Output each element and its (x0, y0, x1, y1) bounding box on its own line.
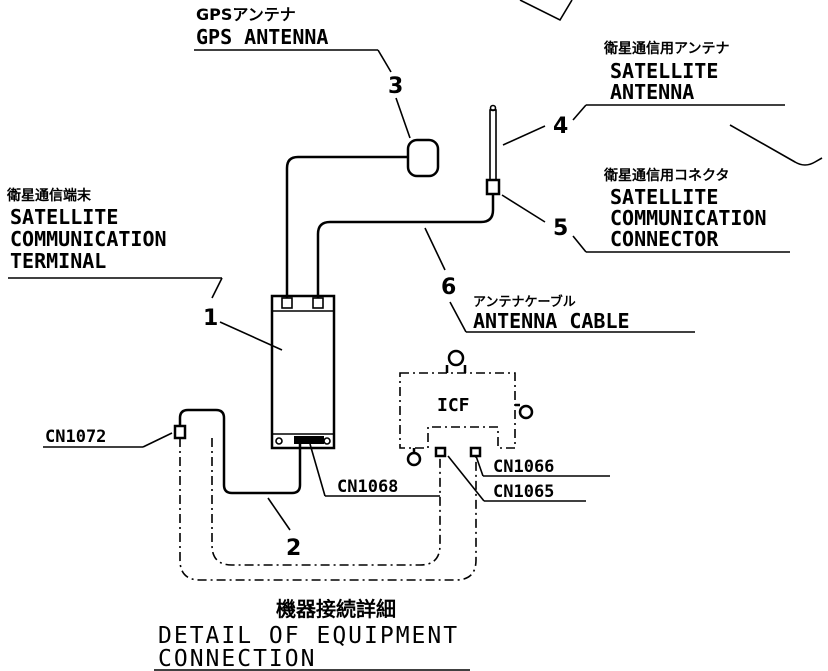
satellite-antenna-whip (489, 109, 497, 181)
terminal-gps-port (281, 297, 293, 309)
satellite-antenna-label-en1: SATELLITE (610, 59, 718, 83)
callout-5-leader (501, 194, 546, 223)
icf-mount-right (518, 404, 534, 420)
cn1072-leader (142, 432, 173, 448)
terminal-label-jp: 衛星通信端末 (6, 187, 92, 204)
cn1065-label: CN1065 (493, 482, 554, 502)
title-en-line2: CONNECTION (158, 646, 316, 671)
icf-mount-bottom (406, 451, 422, 467)
cn1068-leader (309, 443, 326, 497)
terminal-mount-left (275, 437, 283, 445)
satellite-connector-label-jp: 衛星通信用コネクタ (603, 167, 729, 184)
cn1072-connector (173, 424, 187, 440)
cn1068-label: CN1068 (337, 477, 398, 497)
callout-4: 4 (553, 114, 568, 139)
terminal-label-en3: TERMINAL (10, 249, 106, 273)
antenna-cable-leader (449, 301, 467, 333)
callout-2: 2 (286, 536, 301, 561)
icf-mount-top-stem (445, 365, 467, 373)
cn1066-label: CN1066 (493, 457, 554, 477)
terminal-label-en2: COMMUNICATION (10, 227, 167, 251)
satellite-antenna-label-en2: ANTENNA (610, 80, 694, 104)
icf-cn1065-port (434, 446, 447, 458)
antenna-cable (316, 194, 495, 298)
callout-3: 3 (388, 74, 403, 99)
terminal-label-en1: SATELLITE (10, 205, 118, 229)
satellite-communication-terminal (270, 294, 336, 450)
adjacent-drawing-fragment (519, 0, 573, 22)
icf-cn1066-port (469, 446, 482, 458)
antenna-cable-label-jp: アンテナケーブル (473, 294, 576, 310)
satellite-connector-leader (572, 235, 587, 253)
icf-label: ICF (437, 395, 470, 416)
satellite-connector-label-en2: COMMUNICATION (610, 206, 767, 230)
gps-antenna-label-jp: GPSアンテナ (196, 5, 296, 24)
adjacent-drawing-line (729, 124, 823, 166)
gps-antenna-label-en: GPS ANTENNA (196, 25, 328, 49)
terminal-antenna-port (312, 297, 324, 309)
satellite-communication-connector (485, 178, 501, 196)
callout-2-leader (267, 497, 291, 531)
cn1065-leader (447, 455, 485, 502)
satellite-antenna-label-jp: 衛星通信用アンテナ (603, 40, 729, 57)
cn1066-leader (475, 455, 484, 477)
callout-3-leader (395, 97, 411, 139)
satellite-connector-label-en3: CONNECTOR (610, 227, 719, 251)
terminal-mount-right (323, 437, 331, 445)
terminal-cn1068-port (294, 436, 324, 444)
gps-antenna-body (406, 138, 440, 178)
dashed-harness-inner (211, 438, 441, 566)
callout-6-leader (424, 227, 446, 271)
callout-6: 6 (441, 275, 456, 300)
callout-5: 5 (553, 216, 568, 241)
gps-cable (285, 155, 395, 298)
title-en-line1: DETAIL OF EQUIPMENT (158, 623, 459, 649)
cable-2 (178, 408, 302, 495)
satellite-connector-label-en1: SATELLITE (610, 185, 718, 209)
terminal-leader (211, 277, 223, 299)
satellite-antenna-leader (572, 104, 587, 121)
title-jp: 機器接続詳細 (276, 597, 396, 621)
antenna-cable-label-en: ANTENNA CABLE (473, 309, 630, 333)
cn1072-label: CN1072 (45, 427, 106, 447)
icf-mount-top (447, 349, 465, 367)
callout-1: 1 (203, 306, 218, 331)
callout-4-leader (502, 125, 546, 146)
gps-leader (377, 49, 392, 73)
icf-box (399, 372, 516, 449)
